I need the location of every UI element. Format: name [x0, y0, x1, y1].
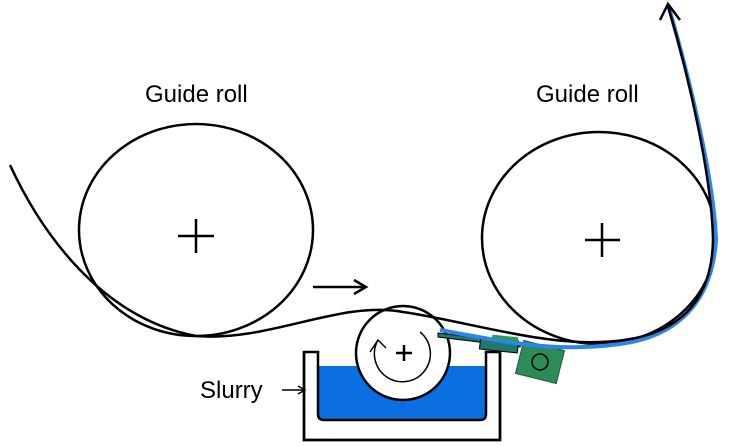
applicator-center-plus-icon [396, 345, 412, 361]
web-exit-arrow-icon [658, 1, 681, 21]
rotation-arrow-icon [373, 331, 432, 383]
left-roll-center-plus-icon [178, 219, 214, 253]
right-roll-label: Guide roll [536, 81, 639, 108]
slurry-label: Slurry [200, 377, 263, 404]
left-roll-label: Guide roll [145, 81, 248, 108]
tank-wall [302, 350, 502, 442]
direction-arrow-icon [313, 278, 369, 296]
rotation-arrowhead [369, 338, 387, 353]
blade-pivot [531, 353, 549, 371]
slurry-pointer-arrow-icon [282, 385, 307, 395]
applicator-roll [354, 304, 452, 402]
left-guide-roll [77, 122, 315, 338]
right-roll-center-plus-icon [585, 223, 620, 257]
right-guide-roll [480, 130, 718, 346]
web-path [8, 5, 715, 344]
